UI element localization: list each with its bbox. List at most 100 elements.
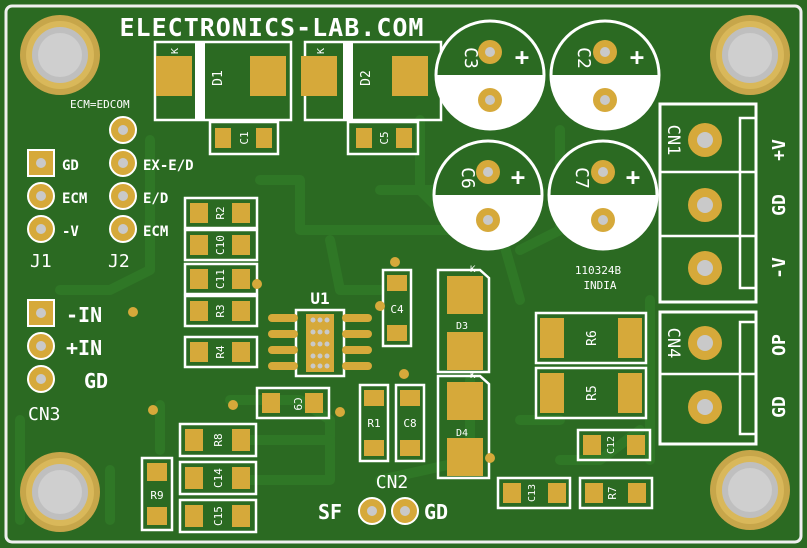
resistor-r6: R6 xyxy=(534,311,648,365)
ic-u1: U1 xyxy=(268,289,372,378)
diode-d3: K D3 xyxy=(436,265,491,374)
d3-cathode-mark: K xyxy=(470,265,476,275)
diode-d4: K D4 xyxy=(436,371,491,480)
d3-label: D3 xyxy=(456,321,468,332)
r9-label: R9 xyxy=(150,489,163,502)
r6-label: R6 xyxy=(585,330,600,346)
u1-label: U1 xyxy=(310,289,329,308)
cn1-label: CN1 xyxy=(663,125,683,156)
j2-ed-label: E/D xyxy=(143,191,168,207)
header-j1: GD ECM -V J1 xyxy=(27,149,87,272)
cn3-label: CN3 xyxy=(28,404,61,425)
capacitor-c8: C8 xyxy=(394,383,426,463)
resistor-r7: R7 xyxy=(578,476,654,510)
c11-label: C11 xyxy=(214,269,227,289)
board-code: 110324B xyxy=(575,264,622,277)
capacitor-c10: C10 xyxy=(183,228,259,262)
resistor-r4: R4 xyxy=(183,335,259,369)
mounting-hole-bl xyxy=(20,452,100,532)
resistor-r2: R2 xyxy=(183,196,259,230)
cn1-gd-label: GD xyxy=(769,194,790,216)
c3-label: C3 xyxy=(460,47,481,69)
r4-label: R4 xyxy=(214,345,227,359)
c8-label: C8 xyxy=(403,417,416,430)
capacitor-c2: C2 + xyxy=(549,19,661,131)
c4-label: C4 xyxy=(390,303,404,316)
r5-label: R5 xyxy=(585,385,600,401)
capacitor-c3: C3 + xyxy=(434,19,546,131)
c2-plus: + xyxy=(630,43,644,71)
connector-cn2: CN2 SF GD xyxy=(318,472,448,525)
c14-label: C14 xyxy=(212,468,225,488)
mounting-hole-tr xyxy=(710,15,790,95)
capacitor-c15: C15 xyxy=(178,498,258,534)
r8-label: R8 xyxy=(212,433,225,446)
j1-label: J1 xyxy=(30,251,52,272)
cn1-minus-v-label: -V xyxy=(769,257,790,279)
board-outline xyxy=(4,4,803,544)
cn2-sf-label: SF xyxy=(318,500,342,524)
resistor-r9: R9 xyxy=(140,456,174,532)
j1-minus-v-label: -V xyxy=(62,224,79,240)
j1-gd-label: GD xyxy=(62,158,79,174)
capacitor-c11: C11 xyxy=(183,262,259,296)
capacitor-c12: C12 xyxy=(576,428,652,462)
d4-cathode-mark: K xyxy=(470,371,476,381)
d2-cathode-mark: K xyxy=(316,48,327,54)
d1-label: D1 xyxy=(211,70,226,86)
d1-cathode-mark: K xyxy=(170,48,181,54)
j1-ecm-label: ECM xyxy=(62,191,87,207)
j2-ex-ed-label: EX-E/D xyxy=(143,158,194,174)
c10-label: C10 xyxy=(214,235,227,255)
cn4-gd-label: GD xyxy=(769,396,790,418)
capacitor-c1: C1 xyxy=(208,120,280,156)
c9-label: C9 xyxy=(291,397,304,410)
board-origin: INDIA xyxy=(583,279,616,292)
cn1-plus-v-label: +V xyxy=(769,139,790,161)
cn3-gd-label: GD xyxy=(84,369,108,393)
c15-label: C15 xyxy=(212,506,225,526)
diode-d1: K D1 xyxy=(153,40,293,122)
c12-label: C12 xyxy=(606,436,617,454)
capacitor-c13: C13 xyxy=(496,476,572,510)
j2-label: J2 xyxy=(108,251,130,272)
c5-label: C5 xyxy=(378,131,391,144)
vias xyxy=(128,257,495,463)
c2-label: C2 xyxy=(573,47,594,69)
header-j2: EX-E/D E/D ECM J2 xyxy=(108,116,194,272)
c7-label: C7 xyxy=(571,167,592,189)
c7-plus: + xyxy=(626,163,640,191)
cn4-op-label: OP xyxy=(769,334,790,356)
cn2-label: CN2 xyxy=(376,472,409,493)
mounting-hole-br xyxy=(710,450,790,530)
c6-label: C6 xyxy=(457,167,478,189)
capacitor-c7: C7 + xyxy=(547,139,659,251)
mounting-hole-tl xyxy=(20,15,100,95)
resistor-r8: R8 xyxy=(178,422,258,458)
j2-ecm-label: ECM xyxy=(143,224,168,240)
c6-plus: + xyxy=(511,163,525,191)
c1-label: C1 xyxy=(238,131,251,144)
connector-cn1: CN1 +V GD -V xyxy=(658,102,790,304)
cn3-plus-in-label: +IN xyxy=(66,336,102,360)
r1-label: R1 xyxy=(367,417,380,430)
capacitor-c9: C9 xyxy=(255,386,331,420)
d4-label: D4 xyxy=(456,428,468,439)
capacitor-c5: C5 xyxy=(346,120,420,156)
r3-label: R3 xyxy=(214,304,227,317)
ecm-note: ECM=EDCOM xyxy=(70,98,130,111)
cn2-gd-label: GD xyxy=(424,500,448,524)
d2-label: D2 xyxy=(359,70,374,86)
capacitor-c6: C6 + xyxy=(432,139,544,251)
board-title: ELECTRONICS-LAB.COM xyxy=(120,13,425,42)
capacitor-c14: C14 xyxy=(178,460,258,496)
resistor-r5: R5 xyxy=(534,366,648,420)
c3-plus: + xyxy=(515,43,529,71)
resistor-r3: R3 xyxy=(183,294,259,328)
connector-cn4: CN4 OP GD xyxy=(658,310,790,446)
cn4-label: CN4 xyxy=(663,328,683,359)
c13-label: C13 xyxy=(527,484,538,502)
r7-label: R7 xyxy=(606,486,619,499)
